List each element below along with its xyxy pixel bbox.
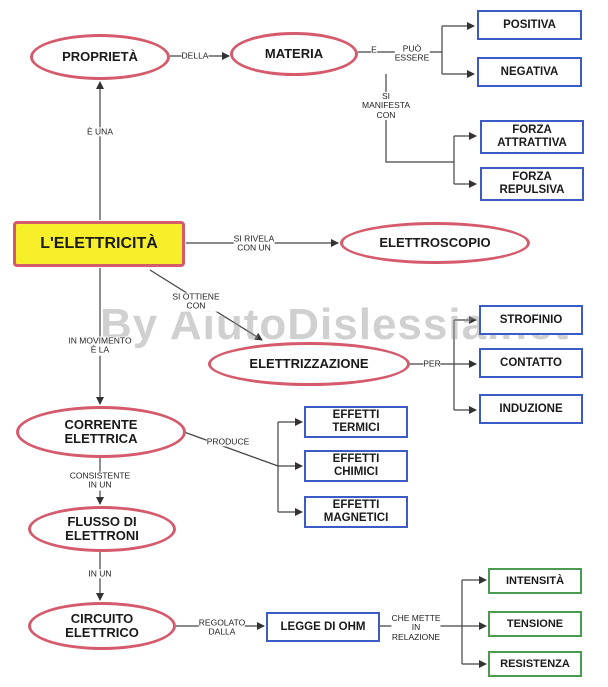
node-induzione: INDUZIONE [479,394,583,424]
label-si-ottiene-con: SI OTTIENE CON [172,291,220,312]
label-consistente-in-un: CONSISTENTE IN UN [69,470,131,491]
label-in-movimento-e-la: IN MOVIMENTO È LA [68,335,132,356]
node-strofinio: STROFINIO [479,305,583,335]
label-regolato-dalla: REGOLATO DALLA [198,617,246,638]
node-effetti-magnetici: EFFETTI MAGNETICI [304,496,408,528]
node-flusso-elettroni: FLUSSO DI ELETTRONI [28,506,176,552]
label-per: PER [423,358,441,369]
node-effetti-chimici: EFFETTI CHIMICI [304,450,408,482]
node-intensita: INTENSITÀ [488,568,582,594]
edge-materia-forze [385,74,455,184]
node-negativa: NEGATIVA [477,57,582,87]
node-elettricita: L'ELETTRICITÀ [13,221,185,267]
node-materia: MATERIA [230,32,358,76]
node-tensione: TENSIONE [488,611,582,637]
label-in-un: IN UN [88,568,112,579]
node-elettroscopio: ELETTROSCOPIO [340,222,530,264]
node-circuito-elettrico: CIRCUITO ELETTRICO [28,602,176,650]
label-si-rivela-con-un: SI RIVELA CON UN [233,233,275,254]
node-forza-repulsiva: FORZA REPULSIVA [480,167,584,201]
edge-corrente-effetti [183,422,279,512]
node-positiva: POSITIVA [477,10,582,40]
label-puo-essere: PUÒ ESSERE [394,43,430,64]
label-che-mette-in-relazione: CHE METTE IN RELAZIONE [391,612,441,643]
label-produce: PRODUCE [206,436,250,447]
node-resistenza: RESISTENZA [488,651,582,677]
node-elettrizzazione: ELETTRIZZAZIONE [208,342,410,386]
node-forza-attrattiva: FORZA ATTRATTIVA [480,120,584,154]
label-della: DELLA [181,50,209,61]
node-effetti-termici: EFFETTI TERMICI [304,406,408,438]
label-e: E [371,44,377,55]
node-corrente-elettrica: CORRENTE ELETTRICA [16,406,186,458]
node-contatto: CONTATTO [479,348,583,378]
label-e-una: È UNA [87,126,113,137]
label-si-manifesta-con: SI MANIFESTA CON [361,90,411,121]
node-legge-ohm: LEGGE DI OHM [266,612,380,642]
node-proprieta: PROPRIETÀ [30,34,170,80]
